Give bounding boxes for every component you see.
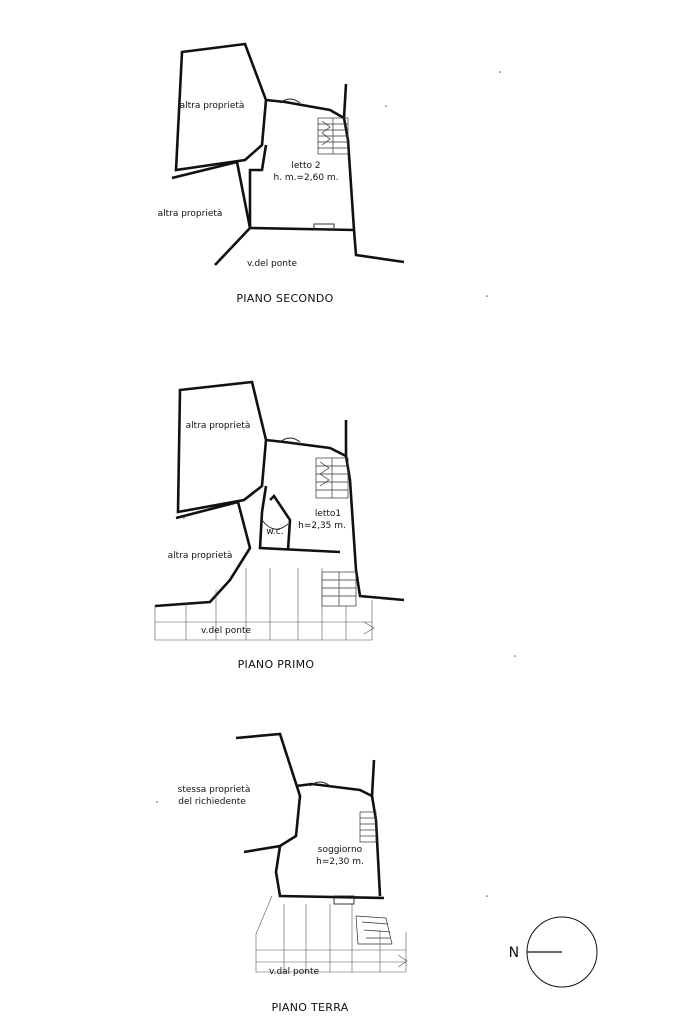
altra-proprieta-block-top <box>174 42 268 172</box>
room-name-secondo: letto 2 <box>291 161 320 171</box>
room-right-wall-primo <box>344 455 405 602</box>
room-height-primo: h=2,35 m. <box>298 521 346 531</box>
room-outline-primo <box>265 420 348 459</box>
north-label: N <box>509 945 520 961</box>
plan-piano-secondo: altra proprietà altra proprietà letto 2 … <box>158 42 405 305</box>
staircase-terra <box>359 811 377 843</box>
altra-proprieta-left-label-primo: altra proprietà <box>168 551 233 561</box>
staircase-primo <box>315 457 349 499</box>
door-arc-primo <box>279 437 301 443</box>
door-arc-secondo <box>279 98 301 104</box>
stessa-proprieta-label-2: del richiedente <box>178 797 246 807</box>
altra-proprieta-wall-left <box>171 160 252 266</box>
stessa-proprieta-block <box>235 732 302 854</box>
room-height-terra: h=2,30 m. <box>316 857 364 867</box>
room-name-terra: soggiorno <box>318 845 363 855</box>
plan-piano-terra: stessa proprietà del richiedente soggior… <box>178 732 408 1014</box>
window-secondo <box>313 223 335 231</box>
room-left-wall-terra <box>274 845 385 900</box>
altra-proprieta-top-label-primo: altra proprietà <box>186 421 251 431</box>
altra-proprieta-block-top-primo <box>176 380 268 514</box>
room-height-secondo: h. m.=2,60 m. <box>273 173 338 183</box>
stessa-proprieta-label-1: stessa proprietà <box>178 785 251 795</box>
street-label-primo: v.del ponte <box>201 626 252 636</box>
room-outline-terra <box>295 759 376 799</box>
room-right-wall-terra <box>370 795 382 897</box>
room-left-wall-primo <box>258 485 341 554</box>
street-paving-primo <box>154 568 375 641</box>
door-arc-terra <box>309 781 331 787</box>
altra-proprieta-top-label: altra proprietà <box>180 101 245 111</box>
floor-title-primo: PIANO PRIMO <box>238 658 315 671</box>
street-label-secondo: v.del ponte <box>247 259 298 269</box>
external-stair-primo <box>321 571 357 607</box>
room-name-primo: letto1 <box>315 509 341 519</box>
room-right-wall-secondo <box>342 117 405 264</box>
wc-door-arc <box>261 519 289 530</box>
entrance-terra <box>333 895 355 905</box>
external-stair-terra <box>355 915 393 945</box>
wc-label: w.c. <box>266 527 283 537</box>
floor-title-terra: PIANO TERRA <box>271 1001 348 1014</box>
altra-proprieta-left-label: altra proprietà <box>158 209 223 219</box>
north-arrow-compass: N <box>509 916 598 988</box>
room-left-wall-secondo <box>248 144 356 232</box>
room-outline-secondo <box>265 83 348 121</box>
wc-wall <box>269 493 292 551</box>
plan-piano-primo: altra proprietà altra proprietà w.c. let… <box>154 380 405 671</box>
street-paving-terra <box>255 895 408 973</box>
floor-title-secondo: PIANO SECONDO <box>236 292 333 305</box>
altra-proprieta-wall-left-primo <box>154 500 252 608</box>
scan-specks <box>156 71 516 897</box>
staircase-secondo <box>317 117 349 155</box>
street-label-terra: v.dal ponte <box>269 967 320 977</box>
